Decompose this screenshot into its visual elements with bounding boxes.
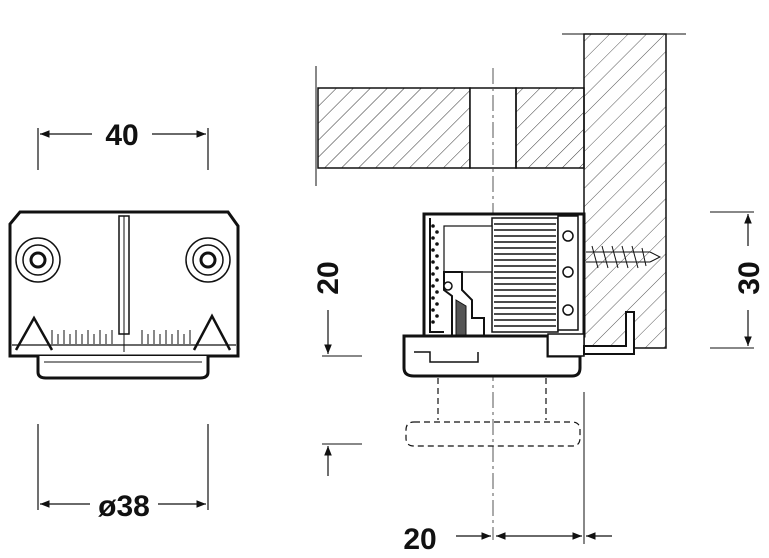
dimension-label-diameter: ø38 — [98, 490, 150, 523]
connector-housing — [402, 212, 586, 378]
screw — [586, 245, 662, 269]
dimension-height-30: 30 — [710, 211, 766, 349]
dimension-label-width: 40 — [105, 119, 138, 152]
housing-body — [8, 210, 240, 380]
side-section-view: 20 30 20 — [312, 33, 766, 556]
side-panel — [562, 33, 686, 349]
foot-alternate-position — [405, 378, 581, 447]
dimension-diameter-38: ø38 — [37, 424, 209, 523]
bracket — [583, 311, 635, 355]
dimension-height-20: 20 — [312, 261, 362, 476]
dimension-40: 40 — [37, 119, 209, 170]
dimension-label-height-left: 20 — [312, 261, 345, 294]
shelf-panel — [315, 66, 585, 186]
dimension-label-offset: 20 — [403, 523, 436, 556]
front-view: 40 — [8, 119, 240, 523]
dimension-label-height-right: 30 — [733, 261, 766, 294]
dimension-offset-20: 20 — [403, 392, 612, 556]
